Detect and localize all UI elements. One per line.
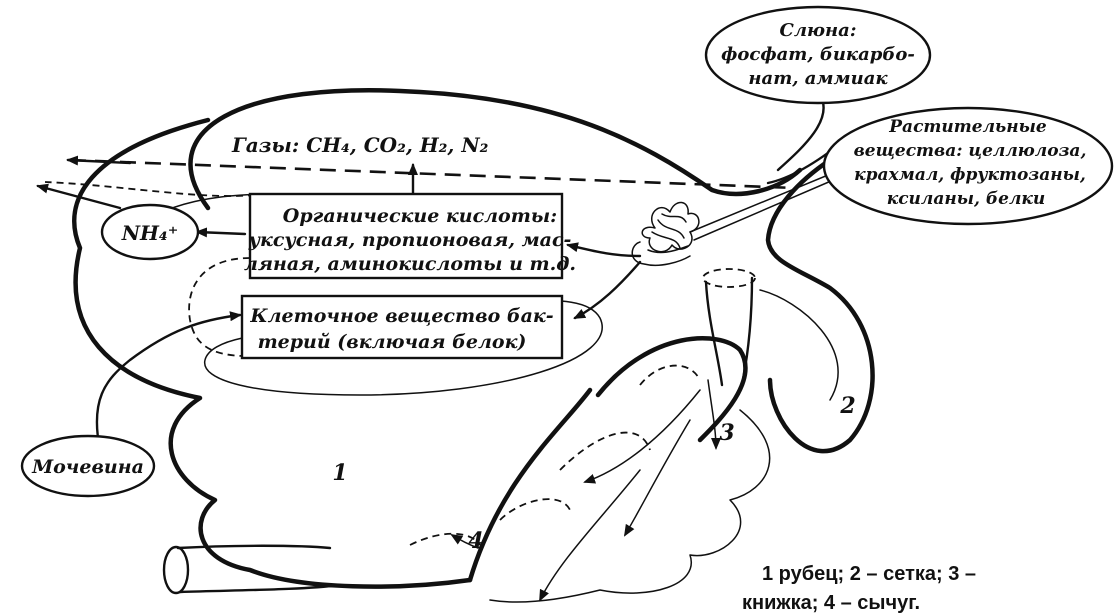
omasum-abomasum-outline (470, 338, 745, 580)
number-4-abomasum: 4 (468, 528, 483, 554)
saliva-label-3: нат, аммиак (748, 68, 888, 89)
omasum-folds (410, 366, 700, 545)
plant-feed-line (690, 168, 845, 232)
caption-line-2: книжка; 4 – сычуг. (742, 592, 920, 614)
bacteria-cluster-icon (632, 202, 699, 265)
ammonium-label: NH₄⁺ (121, 221, 179, 245)
plants-label-3: крахмал, фруктозаны, (854, 165, 1086, 185)
plants-label-4: ксиланы, белки (887, 189, 1046, 209)
plants-label-2: вещества: целлюлоза, (854, 141, 1087, 161)
gas-arrow-left (68, 160, 130, 163)
cells-label-2: терий (включая белок) (258, 331, 527, 353)
acids-label-2: уксусная, пропионовая, мас- (248, 229, 572, 251)
flow-arrow-omasum-2 (585, 390, 700, 482)
number-1-rumen: 1 (332, 460, 347, 486)
bacteria-to-acids-arrow (568, 245, 640, 256)
acids-label-1: Органические кислоты: (283, 205, 557, 227)
omasum-tube-opening (703, 269, 755, 287)
urea-arrow (97, 315, 240, 450)
gases-label: Газы: CH₄, CO₂, H₂, N₂ (231, 133, 489, 157)
saliva-label-1: Слюна: (780, 20, 857, 41)
number-3-omasum: 3 (719, 420, 734, 446)
cells-label-1: Клеточное вещество бак- (249, 305, 553, 327)
ammonium-dash (45, 182, 255, 196)
acids-label-3: ляная, аминокислоты и т.д. (244, 253, 576, 275)
acids-to-ammonium-arrow (197, 232, 245, 234)
saliva-label-2: фосфат, бикарбо- (721, 44, 915, 65)
duodenum-end (164, 547, 188, 593)
ammonium-arrow-out (38, 186, 120, 208)
urea-label: Мочевина (31, 456, 144, 478)
bacteria-to-cells-arrow (575, 262, 640, 318)
plants-label-1: Растительные (888, 117, 1047, 137)
number-2-reticulum: 2 (839, 393, 855, 419)
caption-line-1: 1 рубец; 2 – сетка; 3 – (762, 563, 976, 585)
flow-arrow-omasum (708, 380, 716, 448)
